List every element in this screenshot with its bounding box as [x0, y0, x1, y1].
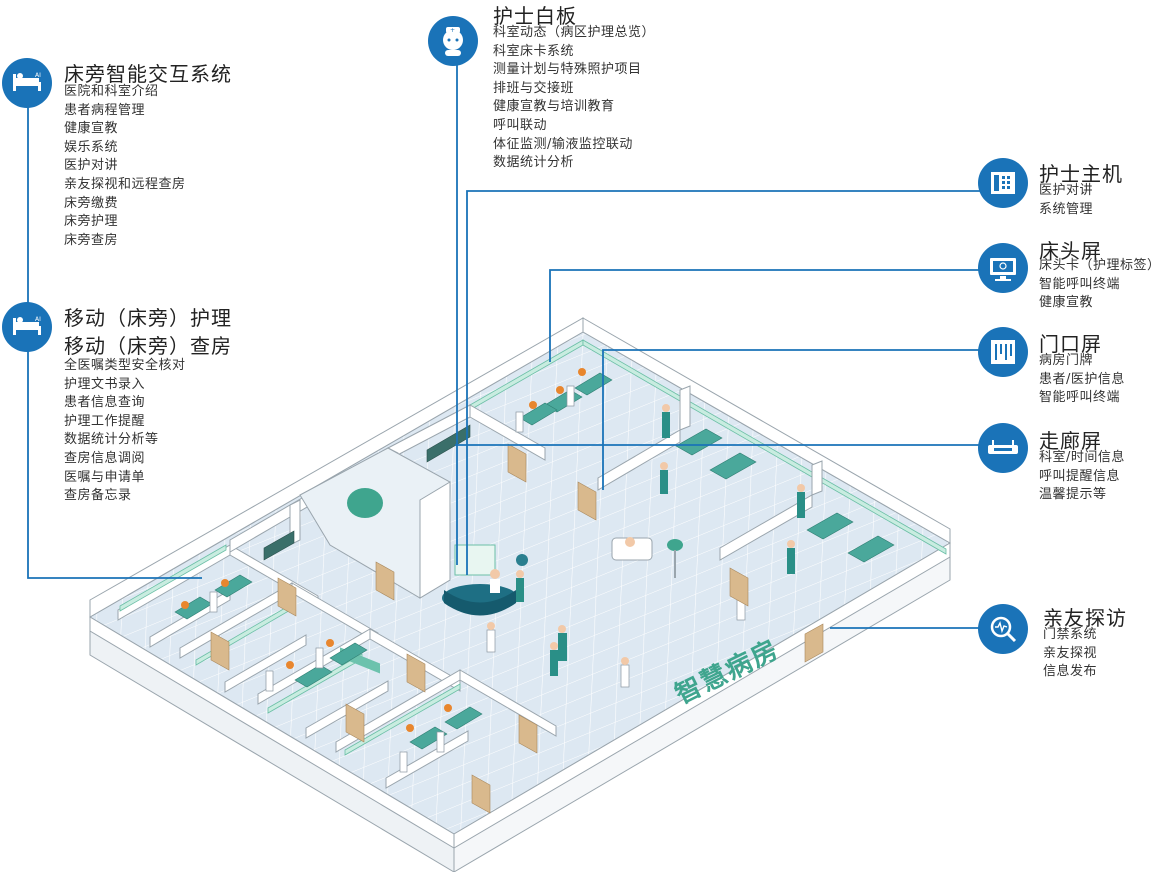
list-item: 护理文书录入 — [64, 376, 146, 392]
list-item: 娱乐系统 — [64, 139, 119, 155]
list-item: 患者病程管理 — [64, 102, 146, 118]
list-item: 呼叫提醒信息 — [1039, 468, 1121, 484]
callout-title: 护士主机 — [1039, 162, 1123, 186]
door-screen-icon — [978, 327, 1028, 377]
list-item: 查房备忘录 — [64, 488, 132, 504]
list-item: 系统管理 — [1039, 201, 1094, 217]
list-item: 床头卡（护理标签） — [1039, 258, 1160, 273]
list-item: 科室动态（病区护理总览） — [493, 25, 656, 40]
list-item: 健康宣教 — [64, 121, 119, 137]
callout-title: 床旁智能交互系统 — [64, 62, 232, 86]
list-item: 体征监测/输液监控联动 — [493, 136, 633, 152]
list-item: 医护对讲 — [1039, 183, 1094, 198]
list-item: 亲友探视和远程查房 — [64, 176, 186, 192]
list-item: 全医嘱类型安全核对 — [64, 358, 186, 373]
callout-title: 移动（床旁）查房 — [64, 334, 232, 358]
list-item: 床旁缴费 — [64, 195, 119, 211]
desk-phone-icon — [978, 158, 1028, 208]
list-item: 数据统计分析等 — [64, 432, 159, 448]
callout-item-list: 医护对讲 系统管理 — [1039, 182, 1093, 219]
callout-item-list: 床头卡（护理标签） 智能呼叫终端 健康宣教 — [1039, 257, 1160, 313]
list-item: 亲友探视 — [1043, 645, 1098, 661]
list-item: 病房门牌 — [1039, 353, 1094, 368]
svg-text:AI: AI — [35, 316, 41, 323]
list-item: 门禁系统 — [1043, 627, 1098, 642]
list-item: 信息发布 — [1043, 664, 1098, 680]
callout-item-list: 全医嘱类型安全核对 护理文书录入 患者信息查询 护理工作提醒 数据统计分析等 查… — [64, 357, 186, 506]
list-item: 医院和科室介绍 — [64, 84, 159, 99]
callout-title: 门口屏 — [1039, 332, 1102, 356]
callout-title: 走廊屏 — [1039, 429, 1102, 453]
list-item: 床旁护理 — [64, 214, 119, 230]
list-item: 呼叫联动 — [493, 117, 548, 133]
callout-item-list: 科室动态（病区护理总览） 科室床卡系统 测量计划与特殊照护项目 排班与交接班 健… — [493, 24, 655, 173]
list-item: 健康宣教与培训教育 — [493, 99, 615, 115]
list-item: 健康宣教 — [1039, 295, 1094, 311]
svg-text:AI: AI — [35, 72, 41, 79]
list-item: 患者/医护信息 — [1039, 371, 1125, 387]
callout-title: 护士白板 — [493, 4, 577, 28]
visit-search-icon — [978, 604, 1028, 654]
list-item: 智能呼叫终端 — [1039, 276, 1121, 292]
doors — [210, 443, 824, 814]
corridor-screen-icon — [978, 423, 1028, 473]
list-item: 数据统计分析 — [493, 155, 575, 171]
list-item: 温馨提示等 — [1039, 487, 1107, 503]
list-item: 排班与交接班 — [493, 80, 575, 96]
callout-title: 亲友探访 — [1043, 606, 1127, 630]
callout-title: 移动（床旁）护理 — [64, 306, 232, 330]
svg-text:+: + — [450, 27, 455, 34]
monitor-icon — [978, 243, 1028, 293]
list-item: 查房信息调阅 — [64, 450, 146, 466]
callout-title: 床头屏 — [1039, 239, 1102, 263]
corridor-screens — [263, 424, 471, 561]
front-wall-right — [453, 542, 951, 849]
list-item: 护理工作提醒 — [64, 413, 146, 429]
callout-item-list: 医院和科室介绍 患者病程管理 健康宣教 娱乐系统 医护对讲 亲友探视和远程查房 … — [64, 83, 186, 250]
bed-ai-icon: AI — [2, 58, 52, 108]
nurse-icon: + — [428, 16, 478, 66]
list-item: 科室/时间信息 — [1039, 450, 1125, 465]
list-item: 科室床卡系统 — [493, 43, 575, 59]
callout-item-list: 门禁系统 亲友探视 信息发布 — [1043, 626, 1097, 682]
callout-item-list: 科室/时间信息 呼叫提醒信息 温馨提示等 — [1039, 449, 1125, 505]
lounge-furniture — [611, 537, 683, 578]
patients — [181, 368, 586, 732]
list-item: 测量计划与特殊照护项目 — [493, 62, 642, 78]
medical-staff — [209, 385, 805, 773]
list-item: 患者信息查询 — [64, 395, 146, 411]
list-item: 医护对讲 — [64, 158, 119, 174]
callout-item-list: 病房门牌 患者/医护信息 智能呼叫终端 — [1039, 352, 1125, 408]
list-item: 医嘱与申请单 — [64, 469, 146, 485]
list-item: 床旁查房 — [64, 232, 119, 248]
nurse-station — [442, 544, 528, 616]
list-item: 智能呼叫终端 — [1039, 390, 1121, 406]
leader-lines — [27, 62, 980, 629]
bed-ai-icon: AI — [2, 302, 52, 352]
